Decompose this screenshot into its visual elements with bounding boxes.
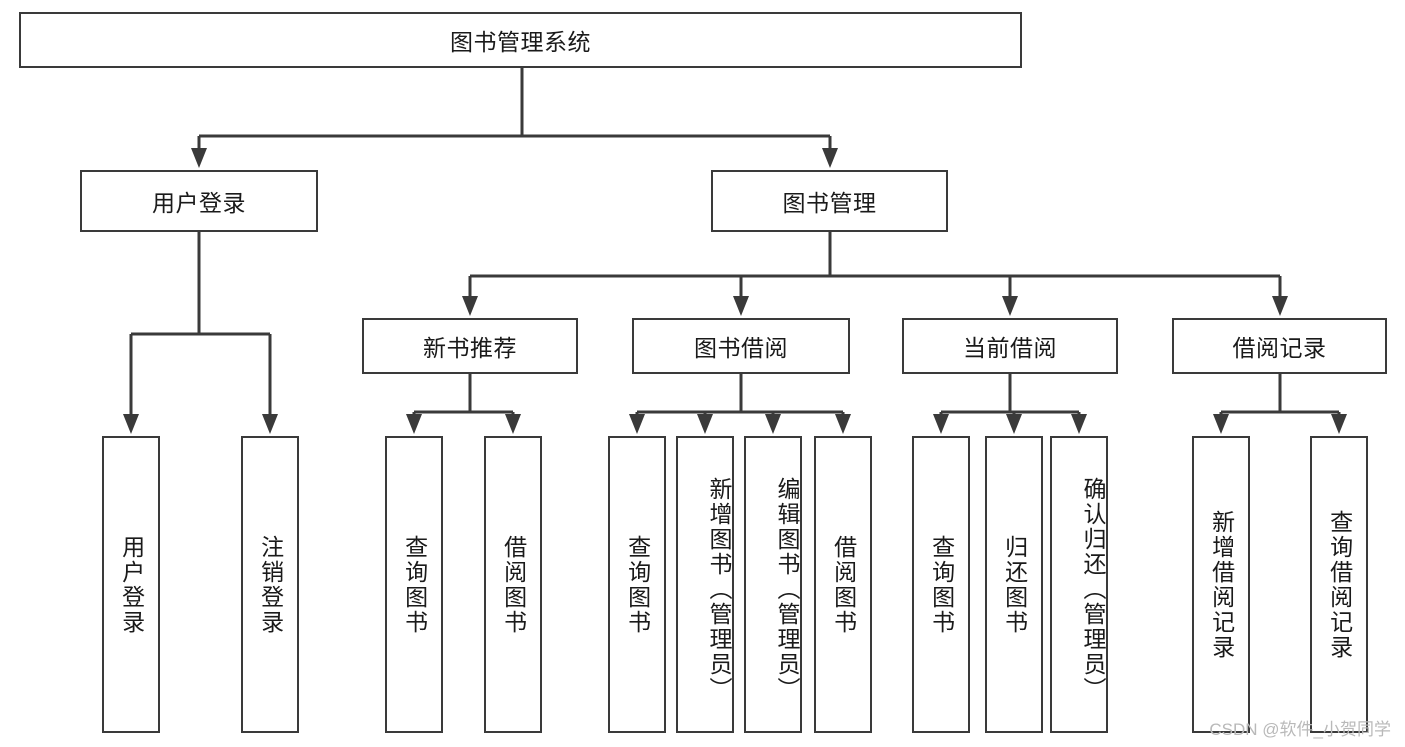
leaf-edit-book-admin[interactable]: 编辑图书（管理员） (744, 436, 802, 733)
node-label: 新增图书（管理员） (706, 477, 732, 702)
node-new-book-recommend[interactable]: 新书推荐 (362, 318, 578, 374)
node-label: 查询图书 (928, 534, 955, 635)
node-root[interactable]: 图书管理系统 (19, 12, 1022, 68)
node-label: 编辑图书（管理员） (774, 477, 800, 702)
node-label: 归还图书 (1001, 534, 1028, 635)
node-label: 确认归还（管理员） (1080, 477, 1106, 702)
node-label: 当前借阅 (963, 335, 1057, 361)
leaf-query-book-borrow[interactable]: 查询图书 (608, 436, 666, 733)
leaf-query-book-current[interactable]: 查询图书 (912, 436, 970, 733)
leaf-borrow-book[interactable]: 借阅图书 (814, 436, 872, 733)
node-label: 用户登录 (118, 534, 145, 635)
node-label: 注销登录 (257, 534, 284, 635)
leaf-user-login[interactable]: 用户登录 (102, 436, 160, 733)
node-label: 查询图书 (624, 534, 651, 635)
leaf-borrow-book-new[interactable]: 借阅图书 (484, 436, 542, 733)
node-borrow-record[interactable]: 借阅记录 (1172, 318, 1387, 374)
node-label: 图书管理系统 (450, 29, 591, 55)
leaf-query-book-new[interactable]: 查询图书 (385, 436, 443, 733)
node-label: 查询借阅记录 (1326, 509, 1353, 660)
leaf-add-book-admin[interactable]: 新增图书（管理员） (676, 436, 734, 733)
node-user-login[interactable]: 用户登录 (80, 170, 318, 232)
node-label: 图书借阅 (694, 335, 788, 361)
node-label: 新增借阅记录 (1208, 509, 1235, 660)
node-label: 借阅图书 (830, 534, 857, 635)
node-label: 图书管理 (782, 190, 877, 216)
leaf-query-borrow-record[interactable]: 查询借阅记录 (1310, 436, 1368, 733)
leaf-confirm-return-admin[interactable]: 确认归还（管理员） (1050, 436, 1108, 733)
node-label: 新书推荐 (423, 335, 517, 361)
node-label: 用户登录 (152, 190, 246, 216)
node-book-management[interactable]: 图书管理 (711, 170, 948, 232)
node-current-borrow[interactable]: 当前借阅 (902, 318, 1118, 374)
node-label: 查询图书 (401, 534, 428, 635)
leaf-return-book[interactable]: 归还图书 (985, 436, 1043, 733)
node-label: 借阅图书 (500, 534, 527, 635)
node-label: 借阅记录 (1232, 335, 1327, 361)
leaf-add-borrow-record[interactable]: 新增借阅记录 (1192, 436, 1250, 733)
leaf-logout[interactable]: 注销登录 (241, 436, 299, 733)
node-book-borrow[interactable]: 图书借阅 (632, 318, 850, 374)
